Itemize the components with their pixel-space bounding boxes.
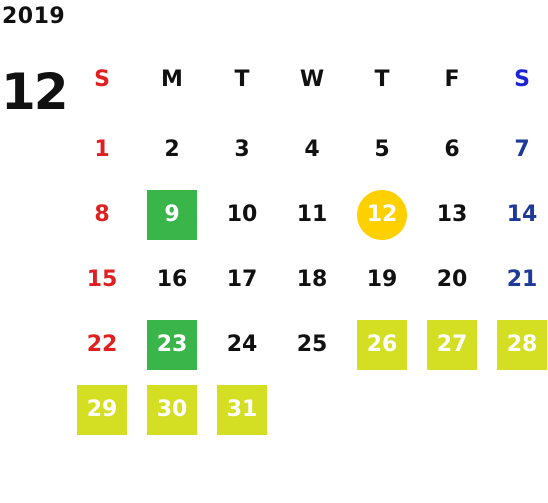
day-number: 8 <box>94 202 110 227</box>
day-number: 4 <box>304 137 320 162</box>
day-number: 17 <box>226 267 258 292</box>
weekday-label: T <box>234 67 250 92</box>
day-number: 14 <box>506 202 538 227</box>
weekday-label: F <box>444 67 460 92</box>
day-number: 21 <box>506 267 538 292</box>
day-number: 9 <box>147 190 197 240</box>
day-number: 22 <box>86 332 118 357</box>
day-number: 3 <box>234 137 250 162</box>
day-number: 6 <box>444 137 460 162</box>
day-number: 13 <box>436 202 468 227</box>
day-cell[interactable]: 11 <box>277 183 347 248</box>
day-cell[interactable]: 28 <box>487 313 548 378</box>
day-cell[interactable]: 1 <box>67 118 137 183</box>
day-number: 25 <box>296 332 328 357</box>
day-cell[interactable]: 9 <box>137 183 207 248</box>
day-cell[interactable]: 18 <box>277 248 347 313</box>
calendar-month: 12 <box>1 63 69 121</box>
day-cell[interactable]: 16 <box>137 248 207 313</box>
day-cell[interactable]: 23 <box>137 313 207 378</box>
day-number: 1 <box>94 137 110 162</box>
day-number: 24 <box>226 332 258 357</box>
day-number: 10 <box>226 202 258 227</box>
day-cell[interactable]: 15 <box>67 248 137 313</box>
day-cell[interactable]: 7 <box>487 118 548 183</box>
day-number: 7 <box>514 137 530 162</box>
day-number: 28 <box>497 320 547 370</box>
day-cell[interactable]: 4 <box>277 118 347 183</box>
day-number: 18 <box>296 267 328 292</box>
day-cell[interactable]: 3 <box>207 118 277 183</box>
day-cell[interactable]: 26 <box>347 313 417 378</box>
day-cell[interactable]: 8 <box>67 183 137 248</box>
day-number: 26 <box>357 320 407 370</box>
calendar-year: 2019 <box>2 4 66 29</box>
day-cell[interactable]: 6 <box>417 118 487 183</box>
day-number: 27 <box>427 320 477 370</box>
weekday-label: S <box>514 67 530 92</box>
weekday-label: S <box>94 67 110 92</box>
day-cell[interactable]: 14 <box>487 183 548 248</box>
day-cell[interactable]: 19 <box>347 248 417 313</box>
day-number: 30 <box>147 385 197 435</box>
day-number: 19 <box>366 267 398 292</box>
day-number: 12 <box>357 190 407 240</box>
day-cell[interactable]: 12 <box>347 183 417 248</box>
day-number: 5 <box>374 137 390 162</box>
day-cell[interactable]: 2 <box>137 118 207 183</box>
day-cell[interactable]: 10 <box>207 183 277 248</box>
weekday-label: M <box>161 67 183 92</box>
day-cell[interactable]: 21 <box>487 248 548 313</box>
weekday-label: T <box>374 67 390 92</box>
day-cell[interactable]: 13 <box>417 183 487 248</box>
day-cell[interactable]: 29 <box>67 378 137 443</box>
day-number: 23 <box>147 320 197 370</box>
day-number: 16 <box>156 267 188 292</box>
day-number: 20 <box>436 267 468 292</box>
day-cell[interactable]: 24 <box>207 313 277 378</box>
day-cell[interactable]: 31 <box>207 378 277 443</box>
day-number: 15 <box>86 267 118 292</box>
day-number: 29 <box>77 385 127 435</box>
day-cell[interactable]: 30 <box>137 378 207 443</box>
day-cell[interactable]: 27 <box>417 313 487 378</box>
day-cell[interactable]: 5 <box>347 118 417 183</box>
day-number: 11 <box>296 202 328 227</box>
day-cell[interactable]: 17 <box>207 248 277 313</box>
day-cell[interactable]: 20 <box>417 248 487 313</box>
day-number: 2 <box>164 137 180 162</box>
day-number: 31 <box>217 385 267 435</box>
day-cell[interactable]: 22 <box>67 313 137 378</box>
day-cell[interactable]: 25 <box>277 313 347 378</box>
weekday-label: W <box>299 67 325 92</box>
